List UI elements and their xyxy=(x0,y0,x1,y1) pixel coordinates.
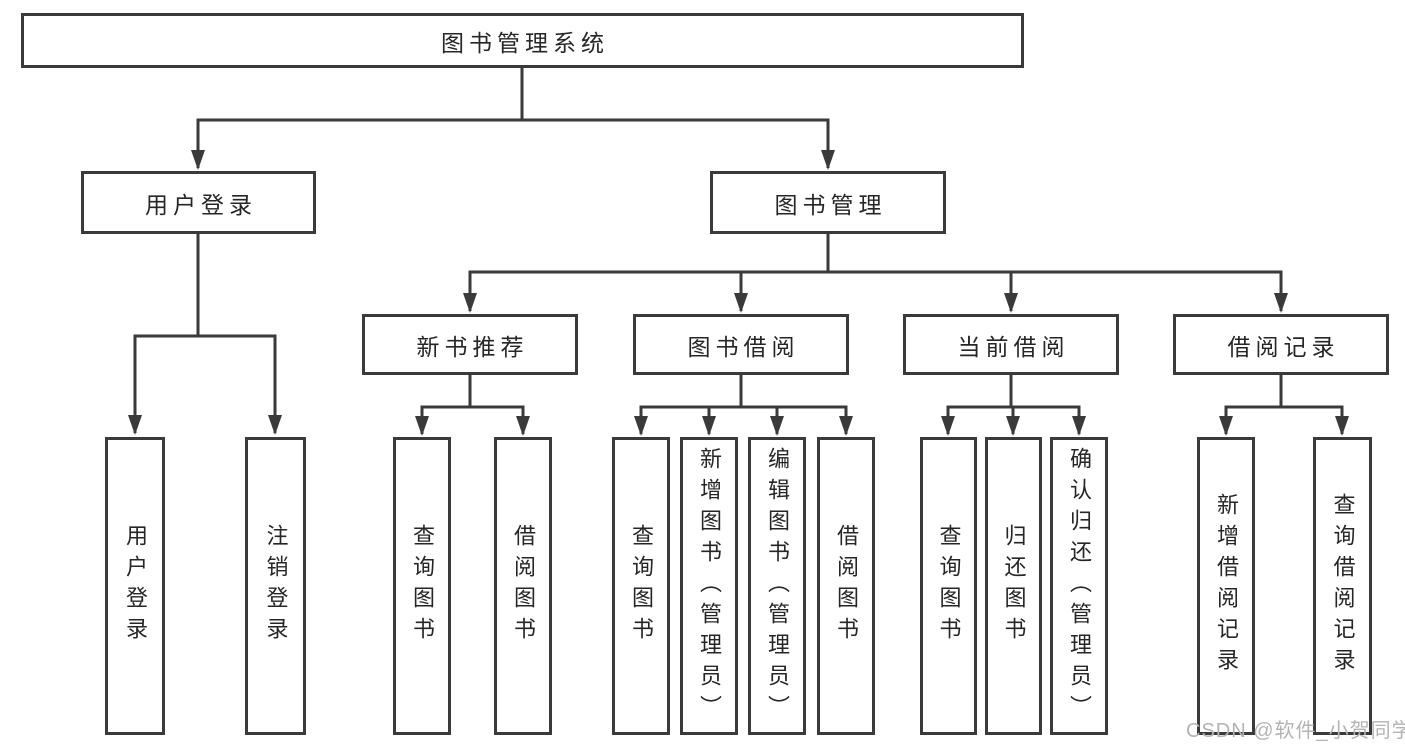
connector-user-login-children xyxy=(128,234,282,435)
leaf-add-borrow-record-label: 新增借阅记录 xyxy=(1214,493,1239,679)
leaf-query-books-recommend-label: 查询图书 xyxy=(410,524,435,648)
node-book-borrow: 图书借阅 xyxy=(633,314,849,375)
leaf-return-books-label: 归还图书 xyxy=(1001,524,1027,648)
leaf-edit-books-admin: 编辑图书（管理员） xyxy=(748,437,806,735)
node-current-borrow-label: 当前借阅 xyxy=(957,333,1070,360)
leaf-borrow-books: 借阅图书 xyxy=(817,437,875,735)
leaf-borrow-books-recommend-label: 借阅图书 xyxy=(511,524,536,648)
leaf-query-books-borrow: 查询图书 xyxy=(612,437,670,735)
leaf-add-books-admin: 新增图书（管理员） xyxy=(680,437,738,735)
node-borrow-records-label: 借阅记录 xyxy=(1227,333,1340,360)
leaf-edit-books-admin-label: 编辑图书（管理员） xyxy=(765,446,790,726)
leaf-return-books: 归还图书 xyxy=(985,437,1042,735)
node-current-borrow: 当前借阅 xyxy=(903,314,1119,375)
node-new-book-recommend: 新书推荐 xyxy=(362,314,578,375)
connector-book-mgmt-to-level3 xyxy=(463,234,1288,313)
leaf-user-login-label: 用户登录 xyxy=(123,524,148,648)
connector-borrow-records-children xyxy=(1219,375,1349,436)
leaf-borrow-books-label: 借阅图书 xyxy=(834,524,859,648)
connector-current-borrow-children xyxy=(941,375,1086,436)
leaf-add-borrow-record: 新增借阅记录 xyxy=(1197,437,1255,735)
connector-book-borrow-children xyxy=(634,375,853,436)
leaf-user-login: 用户登录 xyxy=(105,437,165,735)
node-user-login: 用户登录 xyxy=(81,171,316,234)
leaf-query-borrow-record: 查询借阅记录 xyxy=(1313,437,1372,735)
node-borrow-records: 借阅记录 xyxy=(1173,314,1389,375)
leaf-query-borrow-record-label: 查询借阅记录 xyxy=(1330,493,1356,679)
node-user-login-label: 用户登录 xyxy=(145,191,257,218)
node-book-management-label: 图书管理 xyxy=(774,191,887,218)
leaf-add-books-admin-label: 新增图书（管理员） xyxy=(697,446,722,726)
leaf-query-books-borrow-label: 查询图书 xyxy=(629,524,654,648)
node-new-book-recommend-label: 新书推荐 xyxy=(416,333,529,360)
csdn-watermark: CSDN @软件_小贺同学 xyxy=(1186,720,1405,742)
leaf-query-books-current: 查询图书 xyxy=(920,437,977,735)
node-book-borrow-label: 图书借阅 xyxy=(687,333,800,360)
leaf-logout-label: 注销登录 xyxy=(263,524,289,648)
node-root-label: 图书管理系统 xyxy=(441,29,609,56)
leaf-confirm-return-admin: 确认归还（管理员） xyxy=(1050,437,1108,735)
node-book-management: 图书管理 xyxy=(710,171,946,234)
leaf-query-books-recommend: 查询图书 xyxy=(393,437,451,735)
connector-new-book-children xyxy=(415,375,530,436)
connector-root-to-level2 xyxy=(191,68,835,170)
node-root-library-system: 图书管理系统 xyxy=(21,13,1024,68)
leaf-logout: 注销登录 xyxy=(245,437,306,735)
leaf-confirm-return-admin-label: 确认归还（管理员） xyxy=(1067,446,1092,726)
leaf-borrow-books-recommend: 借阅图书 xyxy=(494,437,552,735)
leaf-query-books-current-label: 查询图书 xyxy=(936,524,962,648)
